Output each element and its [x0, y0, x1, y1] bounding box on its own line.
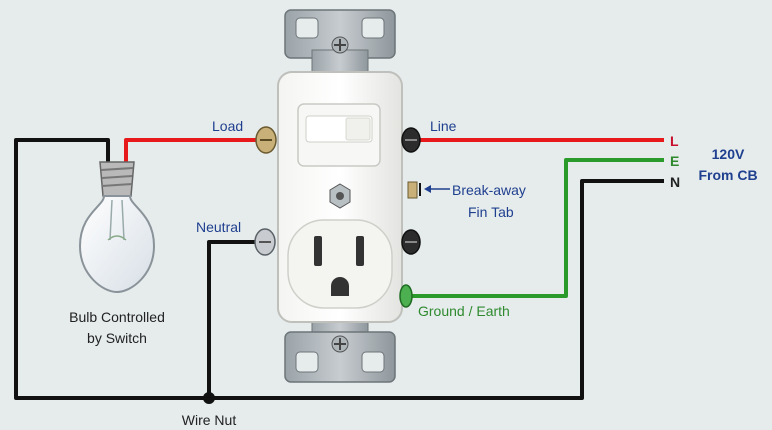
breakaway-label-line2: Fin Tab	[468, 204, 514, 220]
load-label: Load	[212, 118, 243, 134]
wire-nut-label: Wire Nut	[182, 412, 237, 428]
center-nut-icon	[329, 183, 351, 209]
bulb-label-line1: Bulb Controlled	[69, 309, 165, 325]
terminal-e-label: E	[670, 153, 679, 169]
terminal-n-label: N	[670, 174, 680, 190]
load-terminal-screw-icon	[255, 126, 277, 154]
breakaway-fin-tab-icon	[407, 181, 421, 199]
outlet-receptacle-icon	[287, 219, 393, 309]
wire-nut-icon	[203, 392, 215, 404]
top-mounting-screw-icon	[331, 36, 349, 54]
ground-label: Ground / Earth	[418, 303, 510, 319]
neutral-terminal-screw-icon	[254, 228, 276, 256]
switch-outlet-device	[254, 9, 450, 383]
breakaway-arrowhead-icon	[424, 185, 431, 193]
line-terminal-screw-icon	[401, 127, 421, 153]
neutral-wire-loop	[14, 138, 664, 400]
bottom-mounting-screw-icon	[331, 335, 349, 353]
ground-wire	[406, 158, 664, 298]
bulb-label-line2: by Switch	[87, 330, 147, 346]
switch-toggle-icon	[297, 103, 381, 167]
terminal-l-label: L	[670, 133, 679, 149]
load-wire	[124, 138, 258, 163]
breakaway-label-line1: Break-away	[452, 182, 526, 198]
supply-source-label: From CB	[698, 167, 757, 183]
line-label: Line	[430, 118, 457, 134]
supply-voltage-label: 120V	[712, 146, 745, 162]
hot-terminal-screw-icon	[401, 229, 421, 255]
neutral-label: Neutral	[196, 219, 241, 235]
light-bulb-icon	[78, 161, 156, 294]
top-mounting-yoke	[284, 9, 396, 81]
ground-terminal-screw-icon	[399, 284, 413, 308]
neutral-wire-outlet	[207, 240, 258, 398]
